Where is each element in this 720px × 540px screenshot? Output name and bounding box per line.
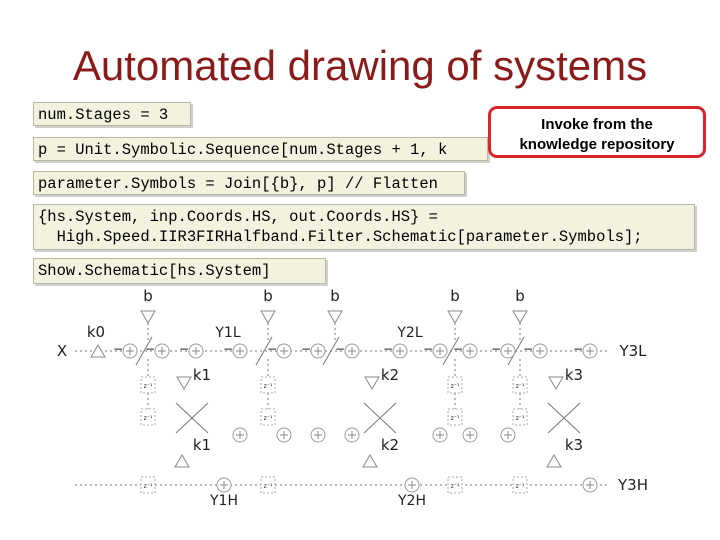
gain-label-k0: k0 <box>87 323 105 341</box>
delay-label: z⁻¹ <box>264 383 273 390</box>
b-gain-triangle <box>512 310 528 324</box>
knowledge-repository-callout: Invoke from the knowledge repository <box>488 106 706 158</box>
k-gain-triangle <box>546 454 562 468</box>
b-coefficient-label: b <box>143 287 153 305</box>
code-schematic-line-a: {hs.System, inp.Coords.HS, out.Coords.HS… <box>38 208 438 226</box>
b-gain-triangle <box>447 310 463 324</box>
adder-minus-sign: − <box>179 342 189 356</box>
b-gain-triangle <box>327 310 343 324</box>
delay-block <box>140 376 156 394</box>
delay-label: z⁻¹ <box>451 383 460 390</box>
adder-minus-sign: − <box>145 342 155 356</box>
adder-minus-sign: − <box>383 342 393 356</box>
tap-label-y2h: Y2H <box>397 493 426 509</box>
adder-minus-sign: − <box>267 342 277 356</box>
delay-block <box>140 476 156 494</box>
cross-line <box>322 336 340 366</box>
tap-label-y1h: Y1H <box>209 493 238 509</box>
b-coefficient-label: b <box>450 287 460 305</box>
k-gain-triangle <box>174 454 190 468</box>
delay-block <box>260 376 276 394</box>
cross-line <box>363 402 397 434</box>
gain-label-top: k2 <box>381 366 399 384</box>
k-gain-triangle <box>548 376 564 390</box>
cross-line <box>507 336 525 366</box>
delay-block <box>447 408 463 426</box>
adder-minus-sign: − <box>301 342 311 356</box>
code-num-stages: num.Stages = 3 <box>33 102 191 126</box>
adder-minus-sign: − <box>423 342 433 356</box>
code-unit-symbolic-sequence: p = Unit.Symbolic.Sequence[num.Stages + … <box>33 137 488 161</box>
delay-label: z⁻¹ <box>264 483 273 490</box>
delay-block <box>140 408 156 426</box>
callout-line-1: Invoke from the <box>541 116 653 133</box>
delay-label: z⁻¹ <box>144 383 153 390</box>
delay-block <box>512 408 528 426</box>
code-parameter-symbols: parameter.Symbols = Join[{b}, p] // Flat… <box>33 171 465 195</box>
delay-label: z⁻¹ <box>451 483 460 490</box>
delay-block <box>260 408 276 426</box>
b-coefficient-label: b <box>515 287 525 305</box>
delay-label: z⁻¹ <box>144 483 153 490</box>
b-coefficient-label: b <box>330 287 340 305</box>
delay-label: z⁻¹ <box>516 415 525 422</box>
gain-label-top: k1 <box>193 366 211 384</box>
delay-label: z⁻¹ <box>264 415 273 422</box>
adder-minus-sign: − <box>523 342 533 356</box>
gain-label-bottom: k1 <box>193 436 211 454</box>
code-schematic-call: {hs.System, inp.Coords.HS, out.Coords.HS… <box>33 204 695 250</box>
cross-line <box>175 402 209 434</box>
b-gain-triangle <box>260 310 276 324</box>
adder-minus-sign: − <box>335 342 345 356</box>
k-gain-triangle <box>362 454 378 468</box>
adder-minus-sign: − <box>491 342 501 356</box>
b-coefficient-label: b <box>263 287 273 305</box>
cross-line <box>547 402 581 434</box>
gain-label-bottom: k2 <box>381 436 399 454</box>
adder-minus-sign: − <box>223 342 233 356</box>
k-gain-triangle <box>176 376 192 390</box>
cross-line <box>135 336 153 366</box>
delay-block <box>512 376 528 394</box>
delay-block <box>447 476 463 494</box>
delay-block <box>447 376 463 394</box>
delay-block <box>260 476 276 494</box>
delay-label: z⁻¹ <box>516 383 525 390</box>
tap-label-y1l: Y1L <box>214 325 240 341</box>
k0-gain-triangle <box>90 344 106 358</box>
gain-label-bottom: k3 <box>565 436 583 454</box>
adder-minus-sign: − <box>573 342 583 356</box>
input-label-x: X <box>57 342 67 360</box>
tap-label-y2l: Y2L <box>396 325 422 341</box>
slide-title: Automated drawing of systems <box>72 42 648 89</box>
adder-minus-sign: − <box>453 342 463 356</box>
cross-line <box>255 336 273 366</box>
code-show-schematic: Show.Schematic[hs.System] <box>33 258 326 284</box>
delay-label: z⁻¹ <box>516 483 525 490</box>
output-label-y3l: Y3L <box>618 342 647 360</box>
callout-line-2: knowledge repository <box>519 136 675 153</box>
adder-minus-sign: − <box>113 342 123 356</box>
cross-line <box>442 336 460 366</box>
delay-label: z⁻¹ <box>451 415 460 422</box>
delay-block <box>512 476 528 494</box>
gain-label-top: k3 <box>565 366 583 384</box>
code-schematic-line-b: High.Speed.IIR3FIRHalfband.Filter.Schema… <box>38 228 643 246</box>
k-gain-triangle <box>364 376 380 390</box>
b-gain-triangle <box>140 310 156 324</box>
delay-label: z⁻¹ <box>144 415 153 422</box>
output-label-y3h: Y3H <box>617 476 648 494</box>
